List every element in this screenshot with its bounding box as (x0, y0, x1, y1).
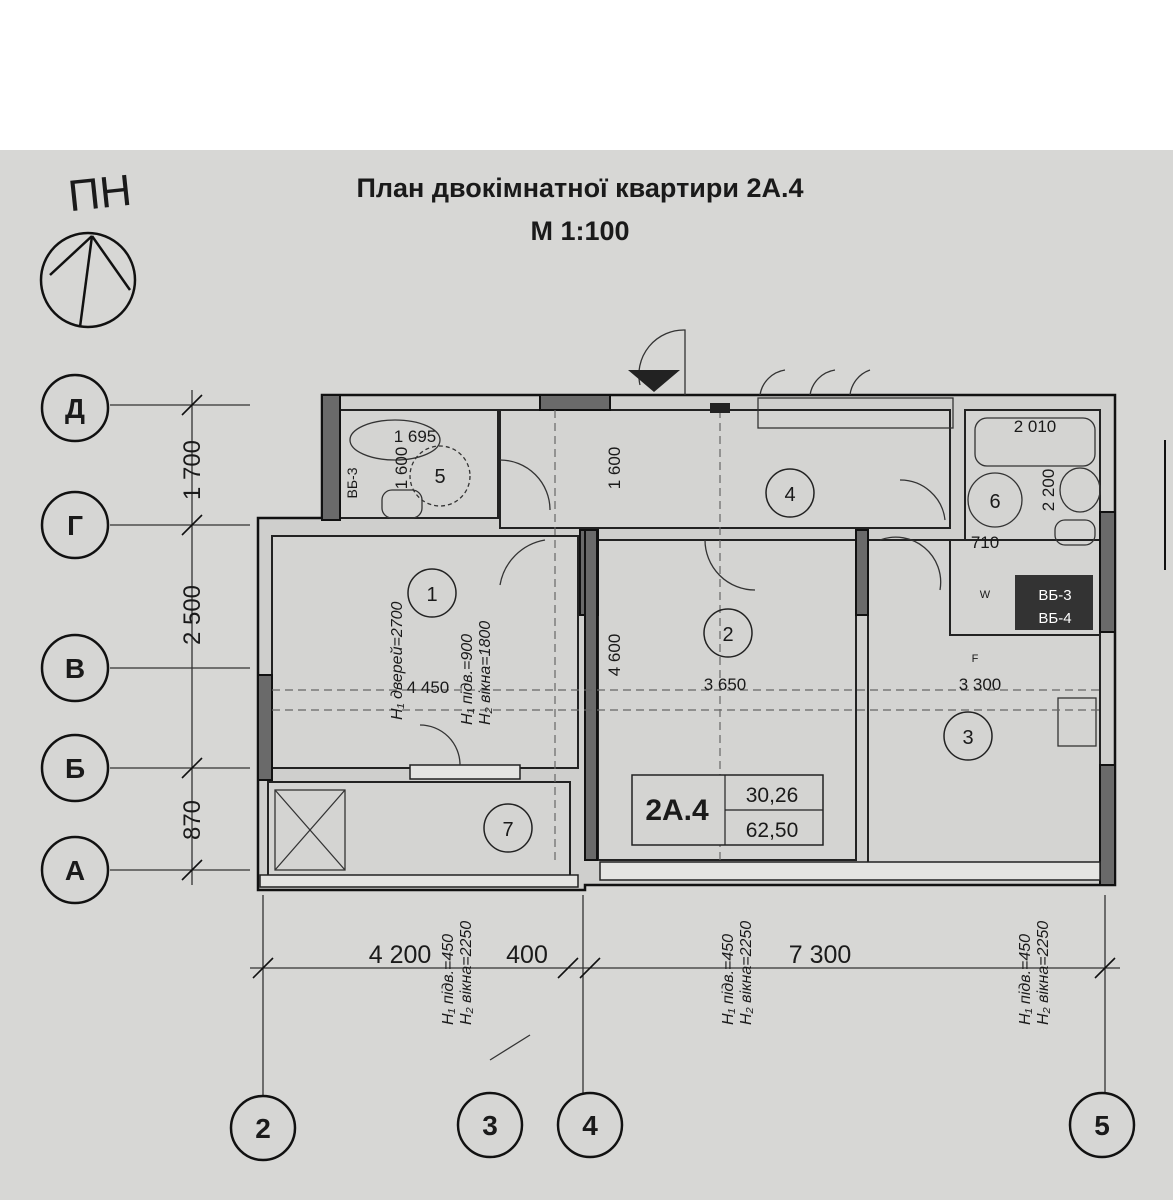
note-sill-450-c: H₁ підв.=450 (1017, 934, 1034, 1025)
room-4-area (499, 409, 951, 529)
total-area: 62,50 (746, 819, 799, 842)
room-1-width: 4 450 (407, 678, 450, 697)
living-area: 30,26 (746, 784, 799, 807)
svg-text:3: 3 (962, 727, 973, 749)
shaft-vb4: ВБ-4 (1038, 610, 1071, 627)
room-6-area (964, 409, 1101, 541)
entrance-arrow-icon (628, 370, 680, 392)
room-1-area (271, 535, 579, 769)
note-window-2250-b: H₂ вікна=2250 (738, 921, 755, 1025)
note-sill-900: H₁ підв.=900 (459, 634, 476, 725)
svg-text:4: 4 (582, 1110, 598, 1141)
axis-marker-col-2: 2 (229, 1094, 297, 1162)
note-window-2250-a: H₂ вікна=2250 (458, 921, 475, 1025)
svg-text:3: 3 (482, 1110, 498, 1141)
dim-bottom-7300: 7 300 (789, 941, 852, 969)
room-7-area (267, 781, 571, 881)
axis-marker-row-a: А (40, 835, 110, 905)
room-5-depth: 1 600 (392, 447, 411, 490)
note-window-1800: H₂ вікна=1800 (477, 621, 494, 725)
dim-bottom-400: 400 (506, 941, 548, 969)
note-sill-450-b: H₁ підв.=450 (720, 934, 737, 1025)
dim-vertical-2500: 2 500 (179, 585, 206, 645)
axis-marker-row-h: Г (40, 490, 110, 560)
axis-marker-col-5: 5 (1068, 1091, 1136, 1159)
svg-text:В: В (65, 653, 85, 684)
fixtures (274, 329, 1101, 871)
dim-vertical-870: 870 (179, 800, 206, 840)
dim-bottom-4200: 4 200 (369, 941, 432, 969)
room-6-label: 6 (989, 491, 1000, 513)
room-2-width: 3 650 (704, 675, 747, 694)
room-6-depth: 2 200 (1039, 469, 1058, 512)
room-5-label: 5 (434, 466, 445, 488)
dim-vertical-1700: 1 700 (179, 440, 206, 500)
room-6-width: 2 010 (1014, 417, 1057, 436)
walls (256, 393, 1117, 892)
room-7-label: 7 (483, 803, 533, 853)
unit-area-box: 2А.4 30,26 62,50 (631, 774, 824, 846)
shaft-left: ВБ-3 (344, 467, 360, 498)
svg-text:7: 7 (502, 819, 513, 841)
unit-code: 2А.4 (645, 794, 709, 827)
svg-text:2: 2 (255, 1113, 271, 1144)
plan-scale: М 1:100 (530, 216, 629, 246)
axis-marker-row-d: Д (40, 373, 110, 443)
north-label: ПН (66, 166, 134, 221)
room-3-label: 3 (943, 711, 993, 761)
room-4-label: 4 (765, 468, 815, 518)
note-door-height: H₁ дверей=2700 (389, 601, 406, 720)
plan-title: План двокімнатної квартири 2А.4 (356, 173, 803, 203)
svg-text:Д: Д (65, 393, 85, 424)
axis-marker-row-v: В (40, 633, 110, 703)
note-sill-450-a: H₁ підв.=450 (440, 934, 457, 1025)
room-5-area (339, 409, 499, 519)
room-3-width: 3 300 (959, 675, 1002, 694)
washer-icon: W (980, 589, 991, 601)
stove-label: F (972, 653, 979, 665)
axis-marker-col-3: 3 (456, 1091, 524, 1159)
svg-text:1: 1 (426, 584, 437, 606)
grid-lines (110, 390, 1120, 1095)
axis-marker-row-b: Б (40, 733, 110, 803)
svg-text:4: 4 (784, 484, 795, 506)
room-5-width: 1 695 (394, 427, 437, 446)
axis-marker-col-4: 4 (556, 1091, 624, 1159)
svg-text:5: 5 (1094, 1110, 1110, 1141)
north-arrow-icon (39, 231, 137, 329)
svg-text:Г: Г (67, 510, 83, 541)
hall-depth: 1 600 (605, 447, 624, 490)
room-6-extra-dim: 710 (971, 533, 999, 552)
svg-text:2: 2 (722, 624, 733, 646)
svg-text:А: А (65, 855, 85, 886)
note-window-2250-c: H₂ вікна=2250 (1035, 921, 1052, 1025)
svg-text:Б: Б (65, 753, 85, 784)
room-2-depth: 4 600 (605, 634, 624, 677)
shaft-vb3: ВБ-3 (1038, 587, 1071, 604)
room-2-label: 2 (703, 608, 753, 658)
room-1-label: 1 (407, 568, 457, 618)
